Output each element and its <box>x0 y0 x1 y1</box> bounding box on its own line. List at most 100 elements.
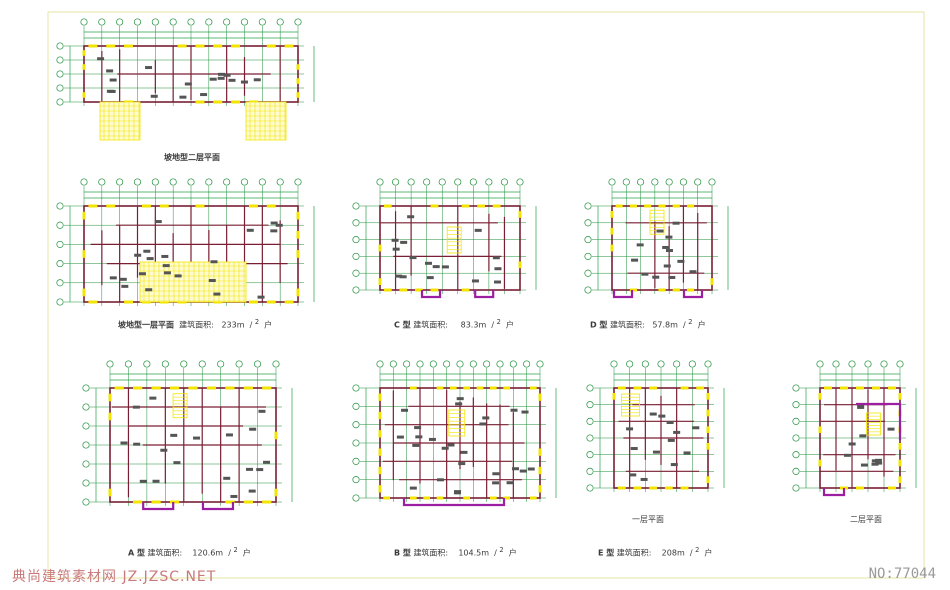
axis-bubble <box>133 18 142 26</box>
window <box>82 50 86 56</box>
room-label-mark <box>860 463 868 467</box>
balcony <box>856 402 902 440</box>
axis-bubble <box>116 178 124 186</box>
window <box>518 211 522 218</box>
room-label-mark <box>626 427 634 431</box>
axis-bubble <box>485 178 493 186</box>
axis-bubble <box>792 401 800 409</box>
room-label-mark <box>414 426 422 430</box>
room-label-mark <box>257 295 265 299</box>
window <box>898 459 902 467</box>
room-label-mark <box>666 420 674 424</box>
window <box>213 44 223 48</box>
axis-bubble <box>429 360 437 368</box>
window <box>114 386 124 390</box>
window <box>888 386 896 390</box>
room-label-mark <box>441 265 449 269</box>
window <box>538 393 542 401</box>
window <box>856 486 864 490</box>
balcony <box>142 502 175 511</box>
axis-bubble <box>240 18 249 26</box>
room-label-mark <box>857 405 865 409</box>
window <box>378 485 382 493</box>
caption-first-floor: 坡地型一层平面 建筑面积: 233m / 2 户 <box>118 318 273 330</box>
room-label-mark <box>150 94 158 98</box>
axis-bubble <box>679 178 687 186</box>
window <box>649 386 658 390</box>
stair-outline <box>446 226 462 254</box>
axis-bubble <box>708 178 716 186</box>
window <box>818 393 822 400</box>
window <box>658 204 666 208</box>
balcony <box>612 290 634 299</box>
axis-bubble <box>704 360 712 368</box>
axis-bubble <box>161 360 169 368</box>
axis-bubble <box>258 178 266 186</box>
sheet-border <box>47 11 925 579</box>
axis-bubble <box>792 484 800 492</box>
room-label-mark <box>209 77 217 81</box>
caption-type-a: A 型 建筑面积: 120.6m / 2 户 <box>128 546 251 558</box>
window <box>538 466 542 475</box>
axis-bubble <box>438 178 446 186</box>
window <box>430 204 439 208</box>
window <box>133 500 143 504</box>
room-label-mark <box>640 477 648 481</box>
balcony <box>822 488 846 497</box>
window <box>266 204 276 208</box>
room-label-mark <box>409 256 417 260</box>
room-label-mark <box>256 468 264 472</box>
window <box>450 386 457 390</box>
window <box>296 64 300 70</box>
axis-bubble <box>151 18 159 26</box>
room-label-mark <box>152 479 160 483</box>
window <box>225 500 235 504</box>
room-label-mark <box>843 453 851 457</box>
axis-bubble <box>56 202 64 210</box>
axis-bubble <box>223 18 231 26</box>
window <box>151 500 161 504</box>
axis-bubble <box>792 451 800 459</box>
axis-bubble <box>80 178 88 186</box>
axis-bubble <box>56 56 64 64</box>
room-label-mark <box>149 396 157 400</box>
floor-plan-type-d <box>584 178 729 299</box>
axis-bubble <box>665 178 673 186</box>
window <box>518 261 522 269</box>
room-label-mark <box>652 275 660 279</box>
axis-bubble <box>254 360 262 368</box>
room-label-mark <box>249 427 257 431</box>
axis-bubble <box>352 457 360 465</box>
axis-bubble <box>610 360 618 368</box>
window <box>108 488 112 497</box>
balcony <box>682 290 704 299</box>
exterior-wall <box>613 387 709 489</box>
room-label-mark <box>494 280 502 284</box>
window <box>687 204 695 208</box>
room-label-mark <box>455 402 463 406</box>
room-label-mark <box>407 215 415 219</box>
window <box>266 44 276 48</box>
window <box>410 386 417 390</box>
window <box>296 78 300 84</box>
room-label-mark <box>428 437 436 441</box>
window <box>644 204 652 208</box>
room-label-mark <box>401 408 409 412</box>
axis-bubble <box>376 178 384 186</box>
window <box>243 386 253 390</box>
window <box>159 204 169 208</box>
window <box>610 227 614 235</box>
courtyard-outline <box>139 261 247 303</box>
axis-bubble <box>637 178 645 186</box>
axis-bubble <box>641 360 649 368</box>
axis-bubble <box>500 178 508 186</box>
window <box>243 500 253 504</box>
room-label-mark <box>121 284 129 288</box>
axis-bubble <box>626 360 634 368</box>
window <box>262 386 272 390</box>
window <box>503 386 510 390</box>
room-label-mark <box>133 442 141 446</box>
room-label-mark <box>453 491 461 495</box>
room-label-mark <box>246 228 254 232</box>
watermark-right: NO:77044 <box>868 566 936 582</box>
